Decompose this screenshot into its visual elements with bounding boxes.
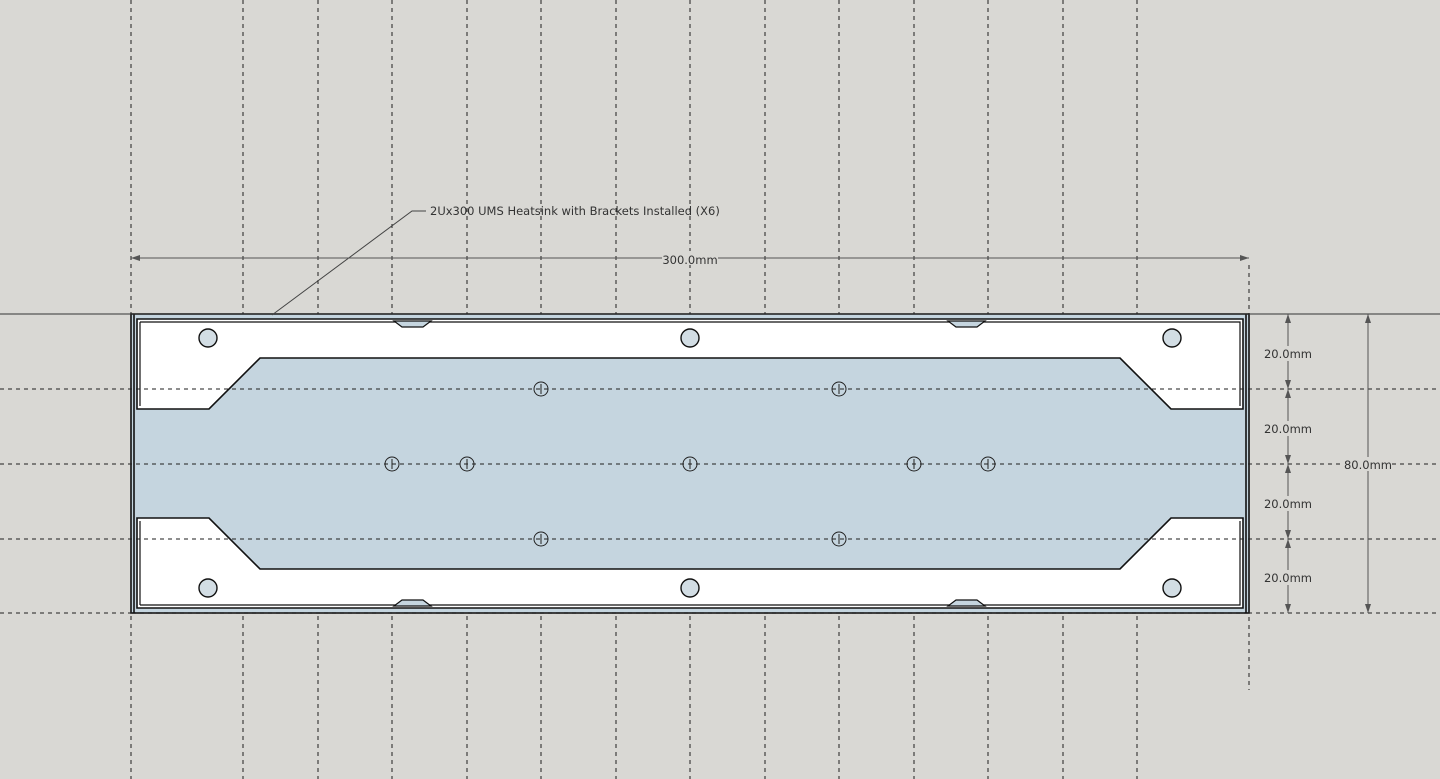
guide-point (533, 531, 549, 547)
bracket-tab (946, 320, 987, 328)
guide-point (831, 531, 847, 547)
guide-point (831, 381, 847, 397)
segment-dimension-label: 20.0mm (1264, 422, 1312, 436)
mounting-hole[interactable] (680, 578, 700, 598)
segment-dimension-label: 20.0mm (1264, 571, 1312, 585)
horizontal-guides (0, 313, 1440, 614)
segment-dimension-label: 20.0mm (1264, 347, 1312, 361)
segment-dimensions[interactable]: 20.0mm 20.0mm 20.0mm 20.0mm (1264, 314, 1312, 613)
guide-point (384, 456, 400, 472)
segment-dimension-label: 20.0mm (1264, 497, 1312, 511)
guide-point (906, 456, 922, 472)
callout-leader (271, 210, 426, 316)
callout[interactable]: 2Ux300 UMS Heatsink with Brackets Instal… (271, 204, 720, 316)
width-dimension-label: 300.0mm (662, 253, 717, 267)
mounting-hole[interactable] (1162, 328, 1182, 348)
top-bracket-inner-edge (139, 321, 1241, 406)
guide-point (682, 456, 698, 472)
callout-label[interactable]: 2Ux300 UMS Heatsink with Brackets Instal… (430, 204, 720, 218)
mounting-hole[interactable] (198, 328, 218, 348)
mounting-hole[interactable] (198, 578, 218, 598)
bracket-tab (946, 599, 987, 607)
bracket-tab (392, 599, 433, 607)
bracket-tab (392, 320, 433, 328)
guide-point (533, 381, 549, 397)
height-dimension-label: 80.0mm (1344, 458, 1392, 472)
guide-points (384, 381, 996, 547)
height-dimension[interactable]: 80.0mm (1344, 314, 1392, 613)
top-bracket[interactable] (136, 318, 1244, 410)
guide-point (980, 456, 996, 472)
mounting-hole[interactable] (680, 328, 700, 348)
bottom-bracket-inner-edge (139, 521, 1241, 606)
bottom-bracket[interactable] (136, 517, 1244, 609)
guide-point (459, 456, 475, 472)
vertical-guides (130, 0, 1250, 779)
mounting-hole[interactable] (1162, 578, 1182, 598)
width-dimension[interactable]: 300.0mm (131, 251, 1249, 267)
